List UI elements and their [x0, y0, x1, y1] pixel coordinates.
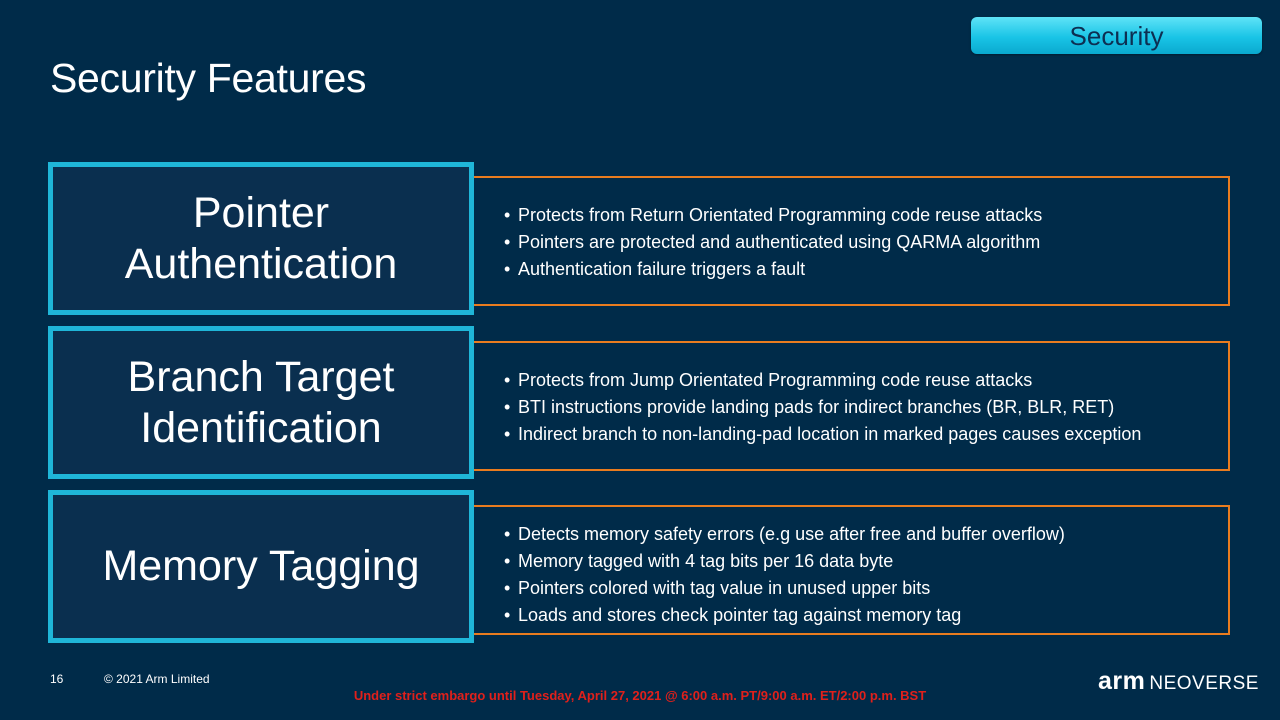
- bullet-item: • BTI instructions provide landing pads f…: [504, 394, 1198, 421]
- feature-title: Branch Target Identification: [127, 352, 395, 452]
- bullet-item: • Detects memory safety errors (e.g use a…: [504, 521, 1198, 548]
- bullet-item: • Protects from Jump Orientated Programmi…: [504, 367, 1198, 394]
- bullet-icon: •: [504, 370, 511, 390]
- embargo-notice: Under strict embargo until Tuesday, Apri…: [353, 688, 927, 703]
- feature-description-memory-tagging: • Detects memory safety errors (e.g use a…: [474, 505, 1230, 635]
- bullet-text: Pointers are protected and authenticated…: [518, 232, 1041, 252]
- bullet-icon: •: [504, 605, 511, 625]
- bullet-icon: •: [504, 578, 511, 598]
- bullet-icon: •: [504, 424, 511, 444]
- bullet-item: • Indirect branch to non-landing-pad loca…: [504, 421, 1198, 448]
- feature-box-branch-target-identification: Branch Target Identification: [48, 326, 474, 479]
- bullet-text: Memory tagged with 4 tag bits per 16 dat…: [518, 551, 894, 571]
- bullet-icon: •: [504, 524, 511, 544]
- bullet-list: • Detects memory safety errors (e.g use a…: [504, 521, 1198, 629]
- bullet-text: Protects from Jump Orientated Programmin…: [518, 370, 1033, 390]
- copyright: © 2021 Arm Limited: [104, 672, 210, 686]
- feature-title: Memory Tagging: [102, 542, 420, 590]
- bullet-text: Detects memory safety errors (e.g use af…: [518, 524, 1065, 544]
- arm-neoverse-logo: arm NEOVERSE: [1098, 667, 1259, 698]
- bullet-text: Loads and stores check pointer tag again…: [518, 605, 962, 625]
- bullet-item: • Pointers are protected and authenticate…: [504, 229, 1198, 256]
- bullet-item: • Protects from Return Orientated Program…: [504, 202, 1198, 229]
- logo-neoverse-text: NEOVERSE: [1149, 673, 1259, 694]
- bullet-item: • Memory tagged with 4 tag bits per 16 da…: [504, 548, 1198, 575]
- bullet-icon: •: [504, 205, 511, 225]
- bullet-text: Protects from Return Orientated Programm…: [518, 205, 1043, 225]
- feature-description-pointer-authentication: • Protects from Return Orientated Program…: [474, 176, 1230, 306]
- feature-box-memory-tagging: Memory Tagging: [48, 490, 474, 643]
- bullet-list: • Protects from Return Orientated Program…: [504, 202, 1198, 283]
- logo-arm-text: arm: [1098, 667, 1146, 695]
- bullet-item: • Pointers colored with tag value in unus…: [504, 575, 1198, 602]
- slide-title: Security Features: [50, 55, 367, 101]
- bullet-icon: •: [504, 259, 511, 279]
- bullet-text: Pointers colored with tag value in unuse…: [518, 578, 931, 598]
- bullet-icon: •: [504, 232, 511, 252]
- bullet-text: BTI instructions provide landing pads fo…: [518, 397, 1115, 417]
- bullet-item: • Loads and stores check pointer tag agai…: [504, 602, 1198, 629]
- feature-title: Pointer Authentication: [124, 188, 398, 288]
- section-badge: Security: [971, 17, 1262, 54]
- page-number: 16: [50, 672, 64, 686]
- bullet-icon: •: [504, 551, 511, 571]
- bullet-item: • Authentication failure triggers a fault: [504, 256, 1198, 283]
- feature-description-branch-target-identification: • Protects from Jump Orientated Programmi…: [474, 341, 1230, 471]
- bullet-text: Indirect branch to non-landing-pad locat…: [518, 424, 1142, 444]
- bullet-icon: •: [504, 397, 511, 417]
- feature-box-pointer-authentication: Pointer Authentication: [48, 162, 474, 315]
- bullet-list: • Protects from Jump Orientated Programmi…: [504, 367, 1198, 448]
- bullet-text: Authentication failure triggers a fault: [518, 259, 806, 279]
